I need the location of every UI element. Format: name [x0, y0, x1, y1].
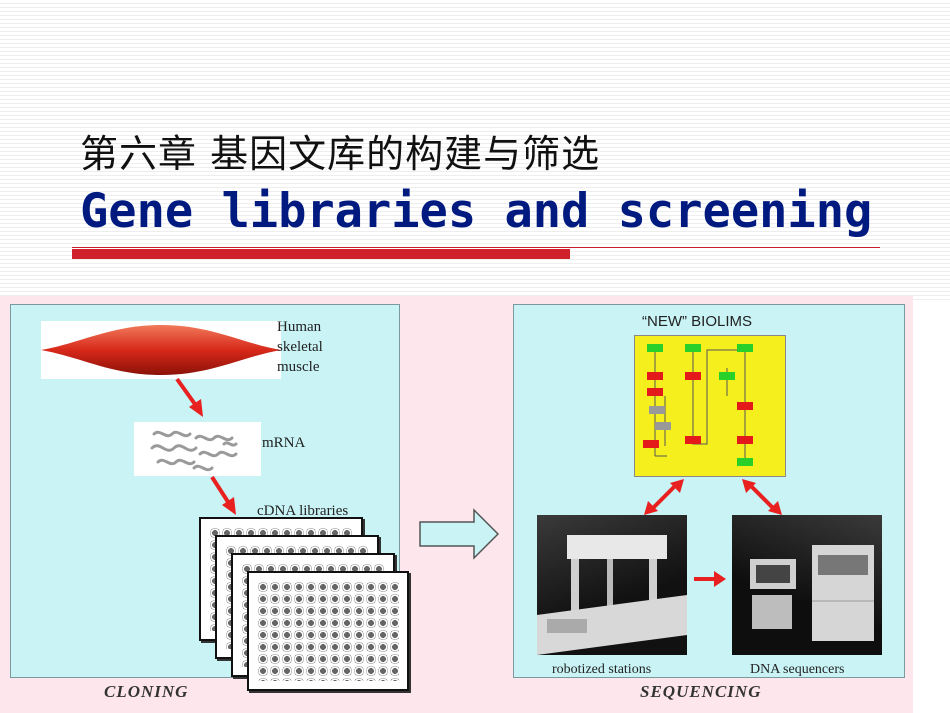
double-arrow-icon: [740, 477, 784, 517]
microplate: [247, 571, 409, 691]
slide-title-chinese: 第六章 基因文库的构建与筛选: [80, 123, 600, 178]
muscle-fiber-icon: [41, 321, 281, 379]
red-arrow-icon: [692, 567, 728, 591]
robot-icon: [537, 515, 687, 655]
flowchart-diagram-icon: [635, 336, 785, 476]
biolims-flowchart: [634, 335, 786, 477]
sequencer-icon: [732, 515, 882, 655]
sequencing-panel: “NEW” BIOLIMS: [513, 304, 905, 678]
label-dna-sequencers: DNA sequencers: [750, 662, 844, 678]
label-robotized-stations: robotized stations: [552, 662, 651, 678]
caption-sequencing: SEQUENCING: [640, 682, 761, 702]
title-rule-thick: [72, 249, 570, 259]
label-muscle: muscle: [277, 359, 320, 376]
slide-title-english: Gene libraries and screening: [80, 184, 872, 239]
caption-cloning: CLONING: [104, 682, 188, 702]
mrna-strands-icon: [134, 422, 261, 476]
label-human: Human: [277, 319, 321, 336]
robotized-station-photo: [537, 515, 687, 655]
label-mrna: mRNA: [262, 435, 305, 452]
outline-arrow-icon: [418, 508, 500, 560]
mrna-image: [134, 422, 261, 476]
label-biolims: “NEW” BIOLIMS: [642, 313, 752, 330]
label-skeletal: skeletal: [277, 339, 323, 356]
title-rule-thin: [72, 247, 880, 248]
red-arrow-icon: [206, 473, 246, 518]
workflow-figure: Human skeletal muscle mRNA: [0, 296, 913, 713]
dna-sequencer-photo: [732, 515, 882, 655]
double-arrow-icon: [642, 477, 686, 517]
red-arrow-icon: [171, 375, 211, 420]
cloning-panel: Human skeletal muscle mRNA: [10, 304, 400, 678]
muscle-image: [41, 321, 281, 379]
